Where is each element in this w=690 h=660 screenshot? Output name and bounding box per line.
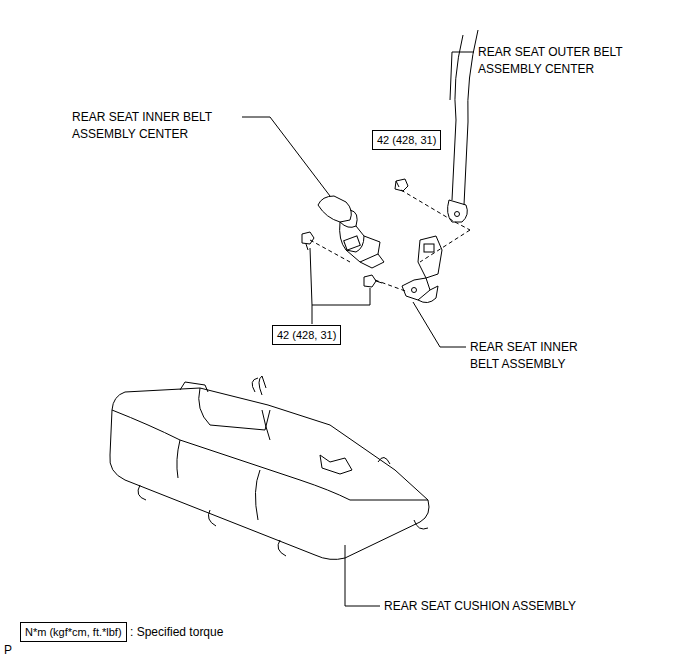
assembly-line <box>310 190 470 292</box>
part-name: REAR SEAT OUTER BELT ASSEMBLY CENTER <box>478 44 648 78</box>
part-name: REAR SEAT CUSHION ASSEMBLY <box>384 598 644 615</box>
leader-line <box>413 302 466 347</box>
seat-cushion <box>110 376 429 559</box>
leader-line <box>450 52 474 100</box>
legend-note: : Specified torque <box>130 624 223 641</box>
leader-line <box>345 545 380 606</box>
belt-strap <box>448 30 478 222</box>
leader-line <box>310 248 312 324</box>
nut <box>395 179 408 191</box>
buckle <box>402 236 442 303</box>
buckle <box>318 196 384 268</box>
part-name: REAR SEAT INNER BELT ASSEMBLY <box>470 339 595 373</box>
leader-line <box>242 117 330 196</box>
torque-box: 42 (428, 31) <box>372 130 441 150</box>
page-mark: P <box>4 642 44 659</box>
torque-value: 42 (428, 31) <box>377 133 436 147</box>
bolt <box>302 232 382 287</box>
leader-line <box>312 288 370 305</box>
unit-text: N*m (kgf*cm, ft.*lbf) <box>25 625 122 639</box>
unit-box: N*m (kgf*cm, ft.*lbf) <box>20 622 127 642</box>
part-name: REAR SEAT INNER BELT ASSEMBLY CENTER <box>72 109 240 143</box>
torque-box: 42 (428, 31) <box>272 325 341 345</box>
torque-value: 42 (428, 31) <box>277 328 336 342</box>
